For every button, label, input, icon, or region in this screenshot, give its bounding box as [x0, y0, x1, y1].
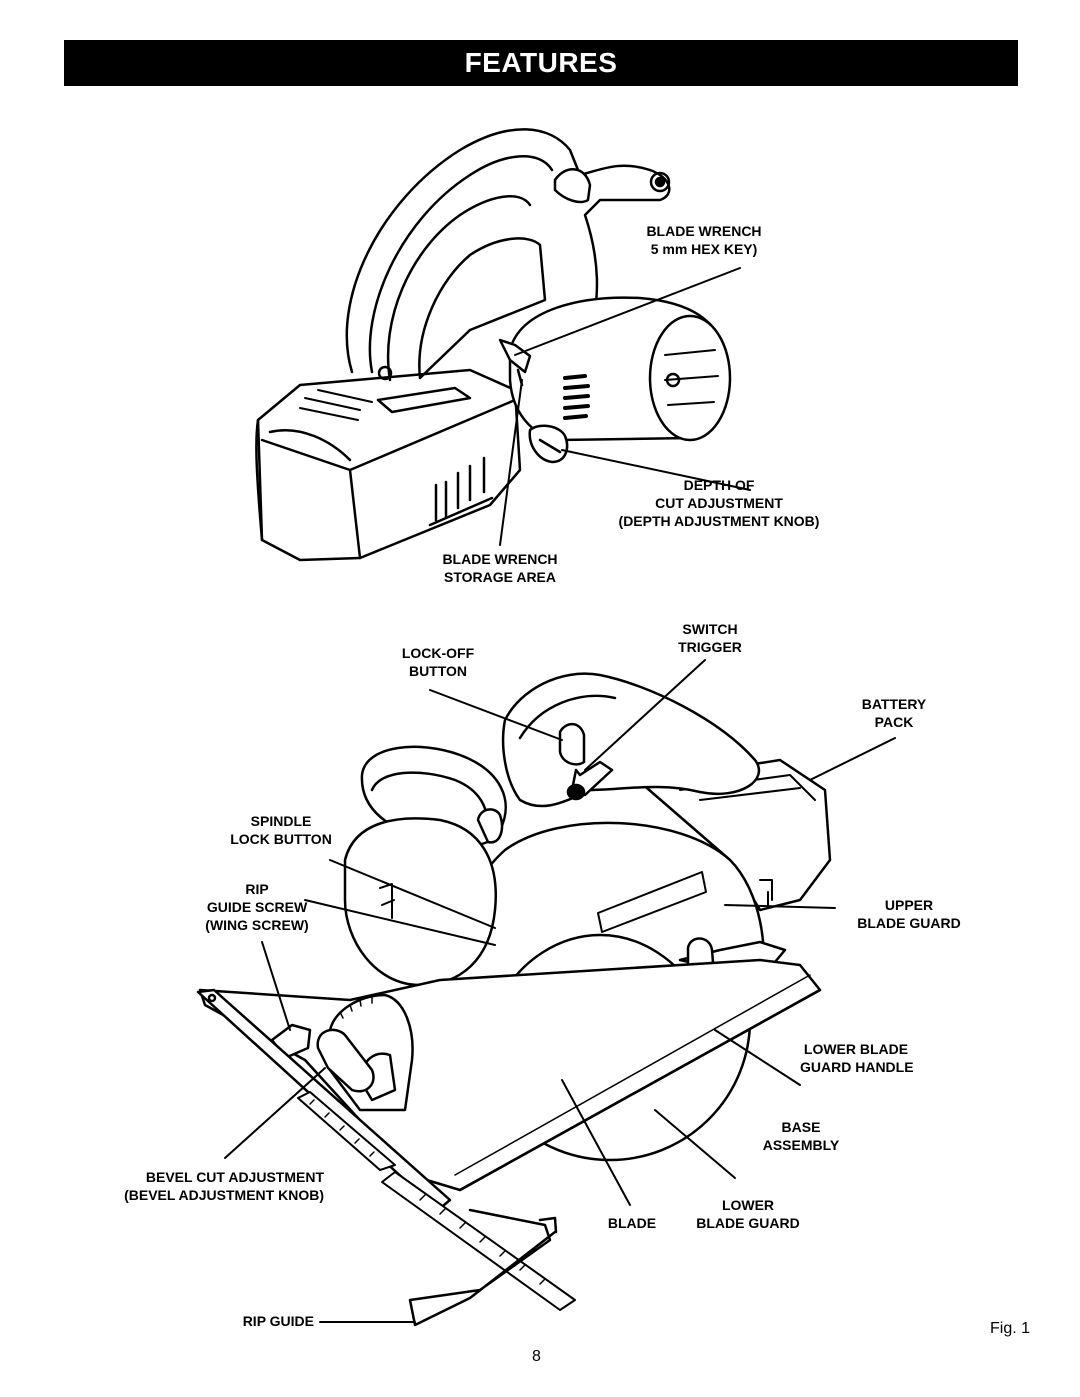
label-spindle-lock-button: SPINDLE LOCK BUTTON: [230, 813, 332, 847]
figure-caption: Fig. 1: [990, 1320, 1031, 1337]
top-saw-illustration: [255, 128, 751, 562]
label-battery-pack: BATTERY PACK: [861, 696, 927, 730]
label-upper-blade-guard: UPPER BLADE GUARD: [857, 897, 961, 931]
label-rip-guide-screw: RIP GUIDE SCREW (WING SCREW): [205, 881, 309, 933]
features-header: FEATURES: [64, 40, 1018, 86]
label-base-assembly: BASE ASSEMBLY: [762, 1119, 840, 1153]
label-depth-of-cut-adjustment: DEPTH OF CUT ADJUSTMENT (DEPTH ADJUSTMEN…: [618, 477, 820, 529]
label-lower-blade-guard: LOWER BLADE GUARD: [696, 1197, 800, 1231]
label-bevel-cut-adjustment: BEVEL CUT ADJUSTMENT (BEVEL ADJUSTMENT K…: [124, 1169, 324, 1203]
label-blade: BLADE: [607, 1215, 657, 1231]
label-rip-guide: RIP GUIDE: [242, 1313, 314, 1329]
label-lower-blade-guard-handle: LOWER BLADE GUARD HANDLE: [800, 1041, 914, 1075]
label-blade-wrench: BLADE WRENCH 5 mm HEX KEY): [646, 223, 762, 257]
bottom-saw-illustration: [196, 659, 896, 1327]
label-lock-off-button: LOCK-OFF BUTTON: [401, 645, 475, 679]
label-switch-trigger: SWITCH TRIGGER: [678, 621, 742, 655]
page-number: 8: [532, 1348, 541, 1365]
label-blade-wrench-storage-area: BLADE WRENCH STORAGE AREA: [442, 551, 558, 585]
